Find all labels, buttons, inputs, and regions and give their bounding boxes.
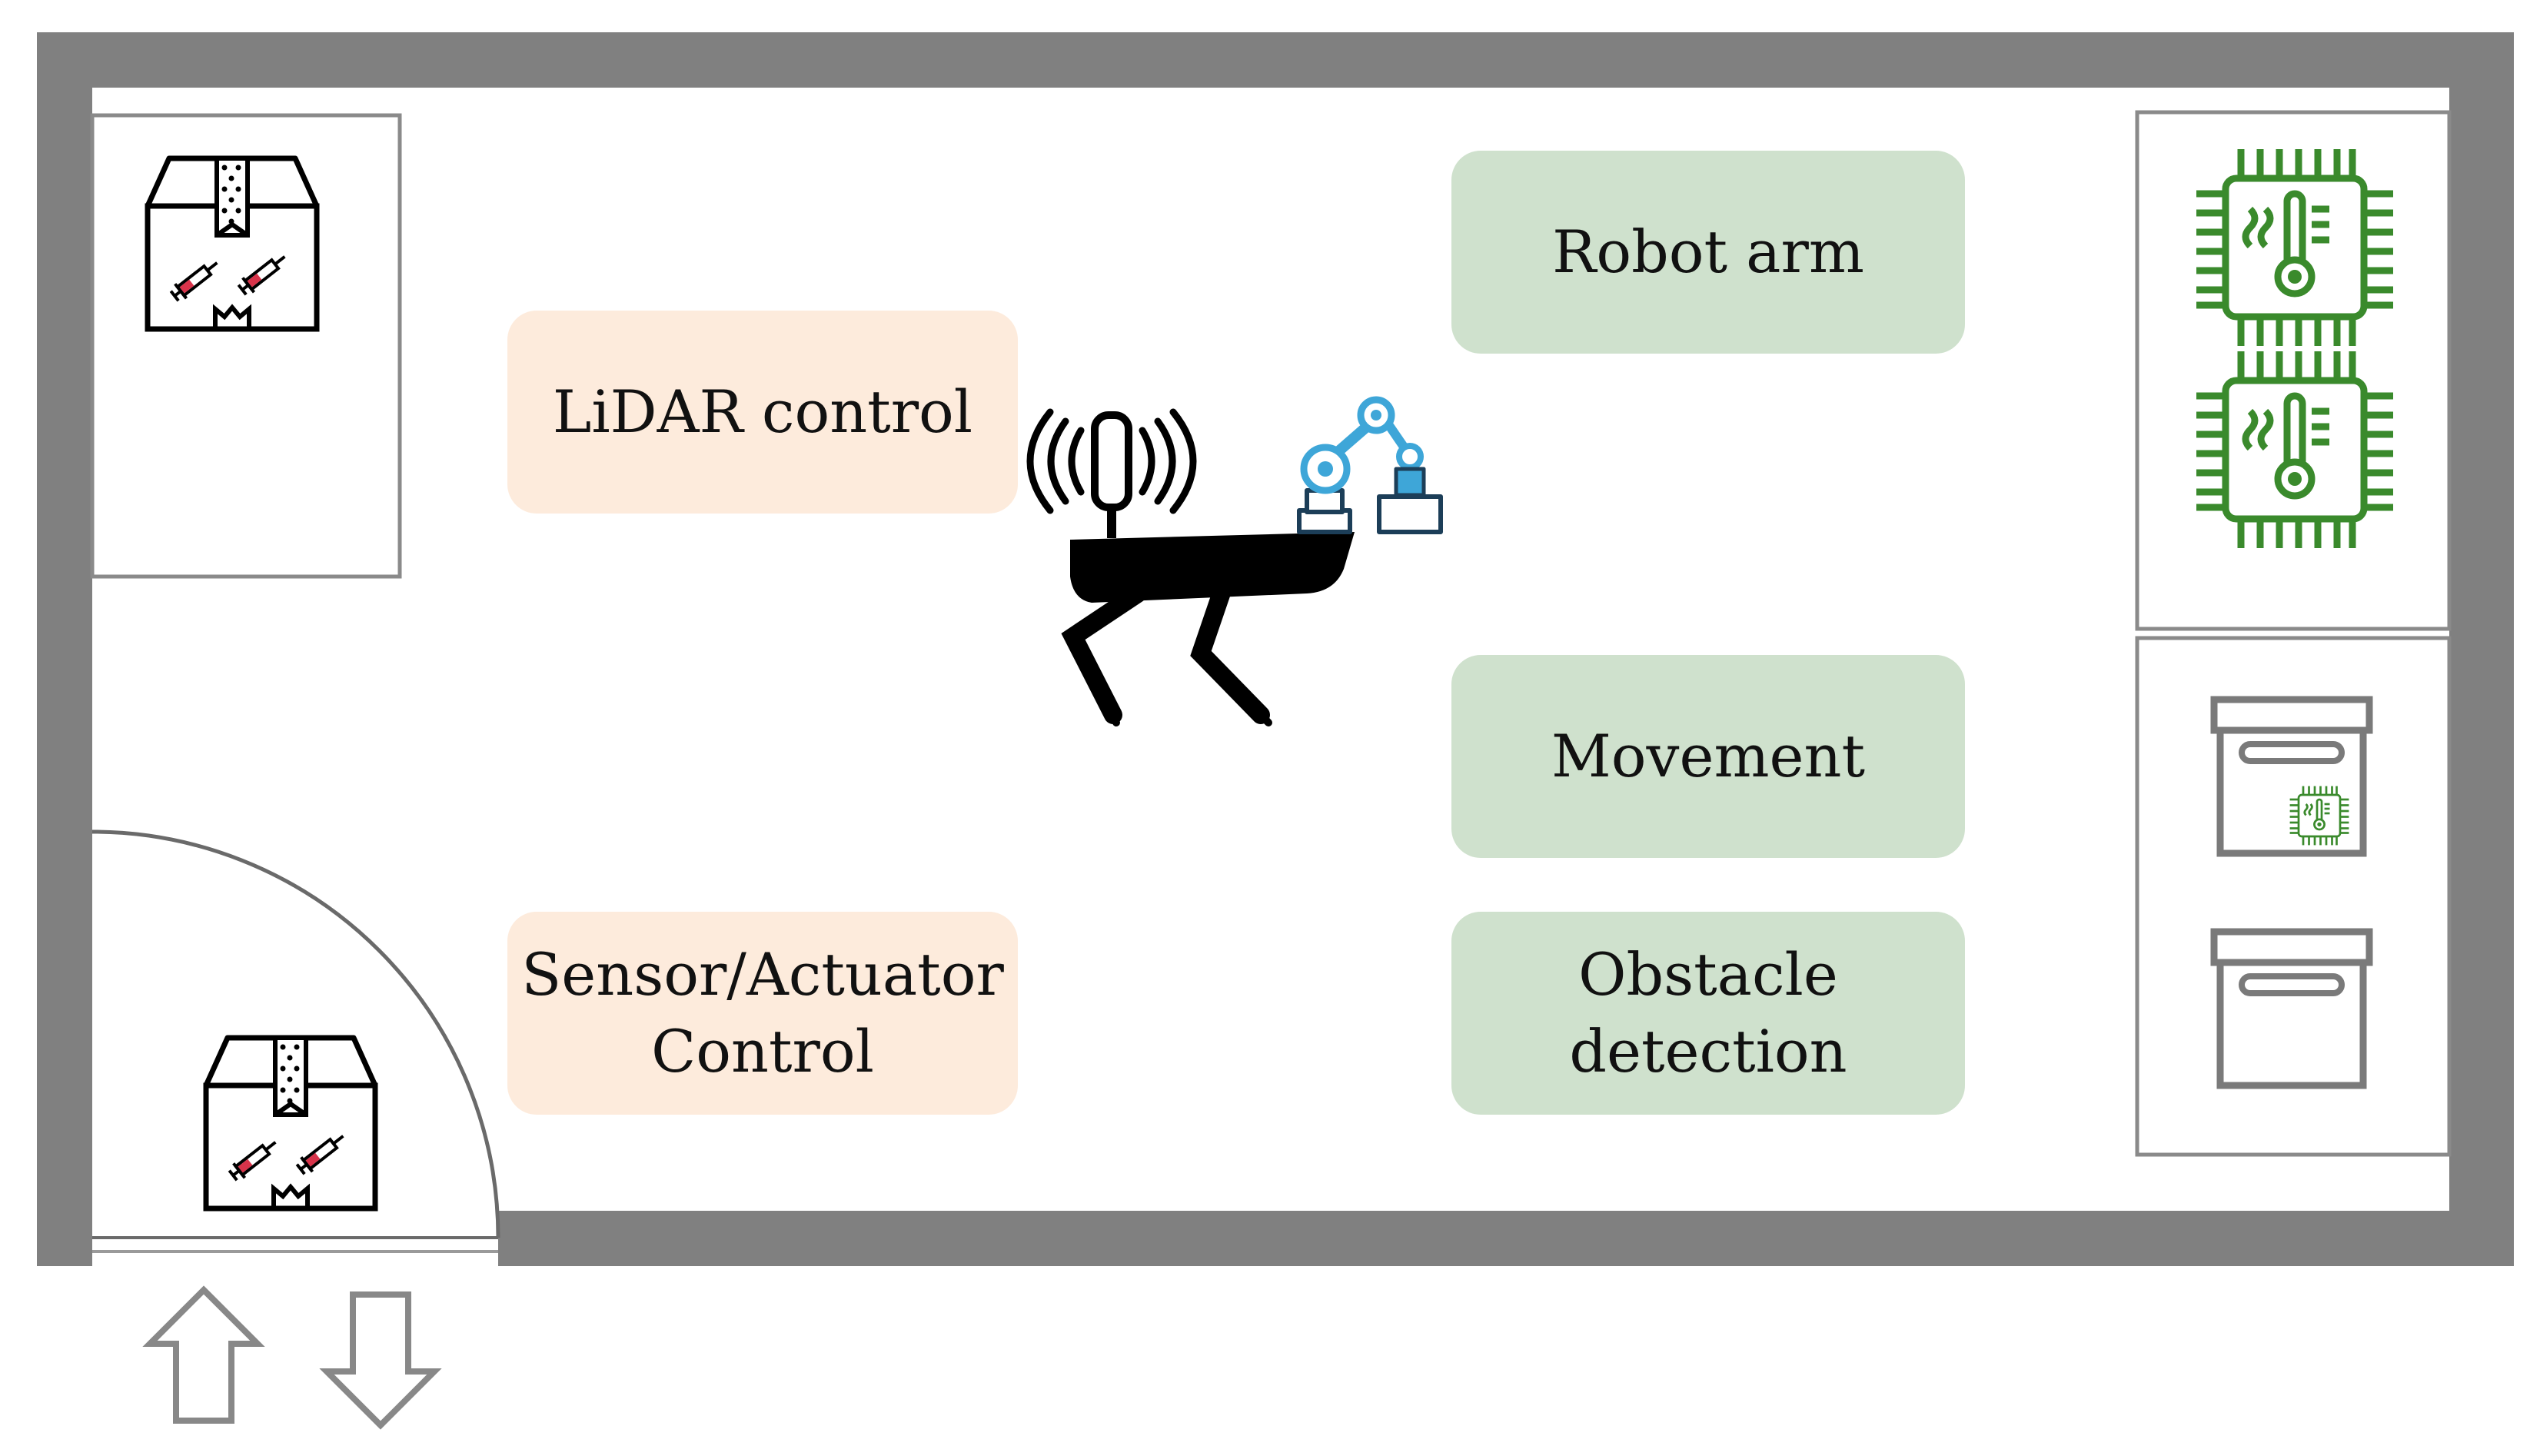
robotic-arm-icon [1297,396,1443,534]
lidar-antenna-icon [1026,408,1197,538]
storage-box-icon [2214,700,2369,853]
storage-box-icon [2214,932,2369,1085]
task-obstacle-detection: Obstacle detection [1451,912,1965,1115]
vaccine-package-icon [148,158,317,329]
vaccine-package-icon [206,1038,375,1208]
entrance-door [91,829,500,1253]
task-sensor-actuator-control: Sensor/Actuator Control [507,912,1018,1115]
quadruped-robot-icon [1061,532,1355,726]
task-movement: Movement [1451,655,1965,858]
right-top-shelf [2135,110,2452,631]
task-lidar-control: LiDAR control [507,311,1018,514]
arrow-down-icon [327,1295,434,1425]
task-robot-arm: Robot arm [1451,151,1965,354]
room-walls [37,32,2514,1266]
arrow-up-icon [150,1290,258,1421]
